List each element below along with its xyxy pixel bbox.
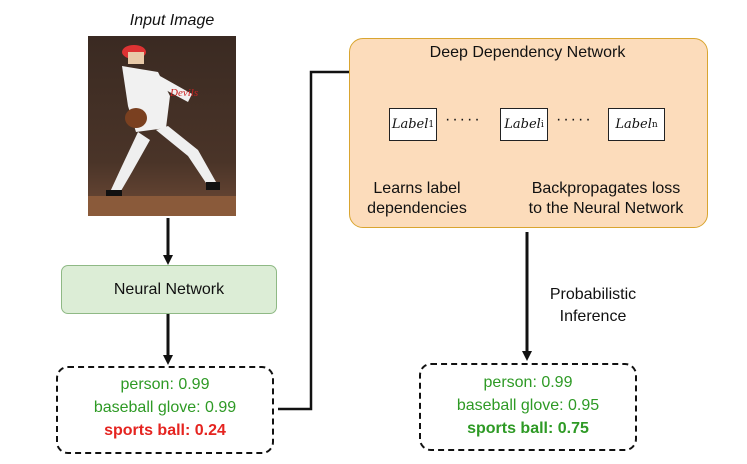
- probabilistic-inference-label: Probabilistic Inference: [549, 286, 637, 325]
- nn-output-person: person: 0.99: [120, 376, 210, 393]
- ddn-output-box: person: 0.99 baseball glove: 0.95 sports…: [419, 363, 637, 451]
- note-learns: Learns label dependencies: [367, 180, 467, 217]
- ddn-output-glove: baseball glove: 0.95: [456, 397, 600, 414]
- input-image-caption: Input Image: [129, 12, 215, 29]
- note-backprop: Backpropagates loss to the Neural Networ…: [528, 180, 684, 217]
- ddn-title: Deep Dependency Network: [429, 44, 626, 61]
- ddn-output-person: person: 0.99: [483, 374, 573, 391]
- dots-right: ·····: [556, 111, 593, 128]
- input-image: Devils: [88, 36, 236, 216]
- nn-output-glove: baseball glove: 0.99: [93, 399, 237, 416]
- neural-network-block: Neural Network: [61, 265, 277, 314]
- dots-left: ·····: [445, 111, 482, 128]
- svg-text:Devils: Devils: [169, 87, 198, 99]
- ddn-output-ball: sports ball: 0.75: [467, 420, 589, 437]
- nn-output-box: person: 0.99 baseball glove: 0.99 sports…: [56, 366, 274, 454]
- nn-output-ball: sports ball: 0.24: [104, 422, 226, 439]
